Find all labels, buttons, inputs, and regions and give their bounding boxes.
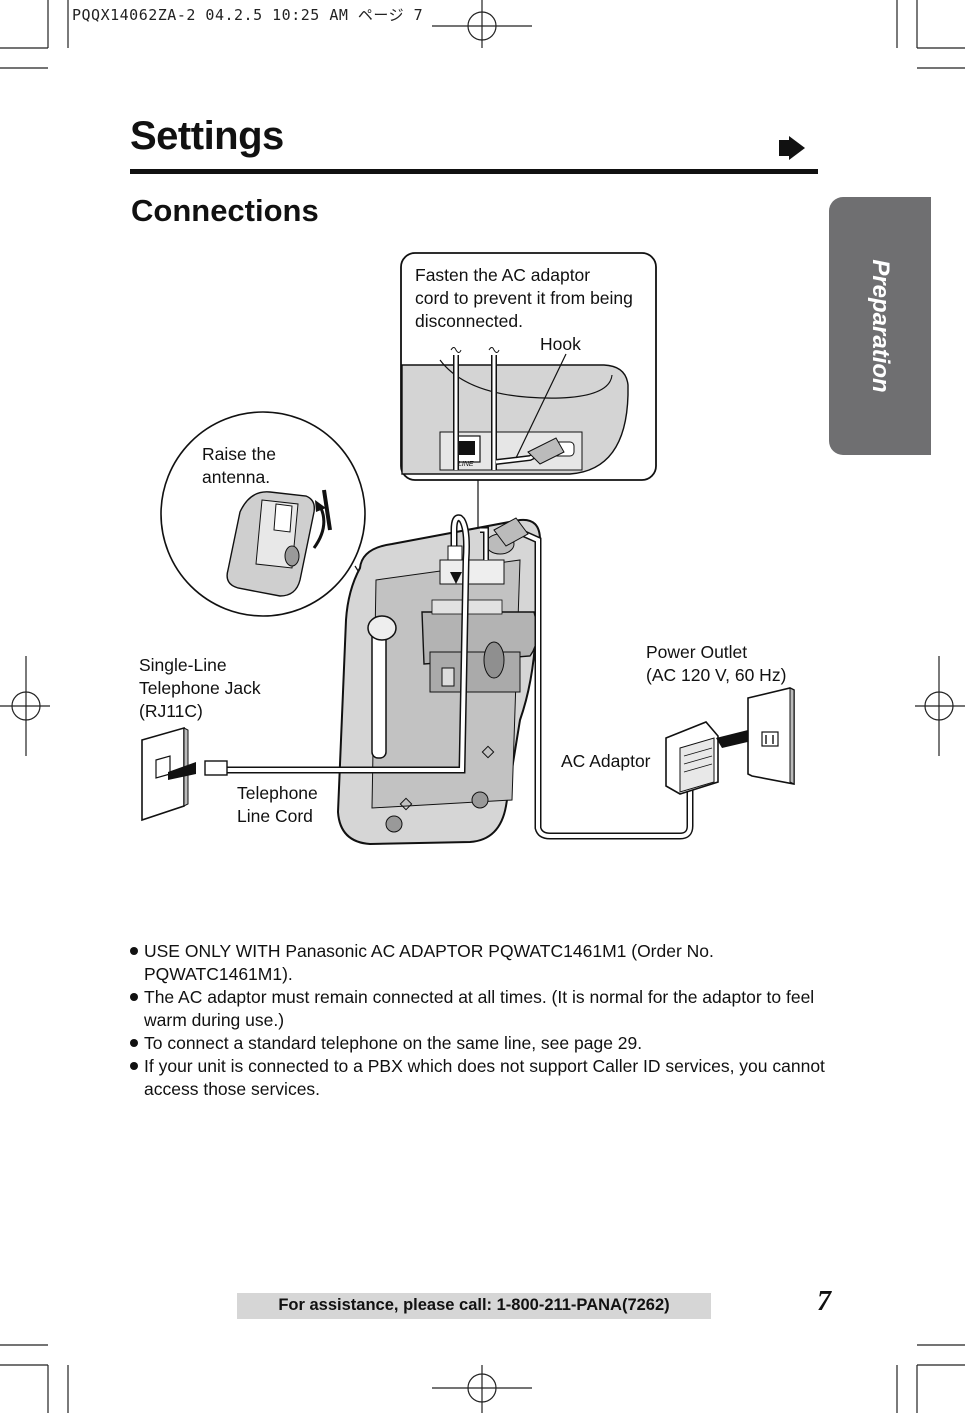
hook-detail-callout [400,252,657,481]
note-item: If your unit is connected to a PBX which… [130,1055,830,1101]
section-title: Connections [131,193,319,228]
footer-assistance: For assistance, please call: 1-800-211-P… [278,1296,670,1314]
label-line-cord: Telephone Line Cord [237,783,318,826]
notes-list: USE ONLY WITH Panasonic AC ADAPTOR PQWAT… [130,940,830,1101]
label-telephone-jack: Single-Line Telephone Jack (RJ11C) [139,655,261,721]
base-unit [336,518,542,846]
page-number: 7 [817,1286,831,1317]
label-line-port: LINE [458,461,474,468]
note-item: USE ONLY WITH Panasonic AC ADAPTOR PQWAT… [130,940,830,986]
bullet-icon [130,1062,138,1070]
section-tab [829,197,931,455]
ac-adaptor [665,721,756,795]
page-title: Settings [130,114,284,158]
wall-jack [141,726,228,822]
label-hook: Hook [540,334,581,354]
label-ac-adaptor: AC Adaptor [561,751,651,771]
cords [214,514,694,840]
bullet-icon [130,993,138,1001]
label-raise-antenna: Raise the antenna. [202,444,276,487]
power-outlet [747,687,795,785]
print-header: PQQX14062ZA-2 04.2.5 10:25 AM ページ 7 [72,6,424,24]
bullet-icon [130,1039,138,1047]
label-power-outlet: Power Outlet (AC 120 V, 60 Hz) [646,642,787,685]
callout-fasten-adaptor: Fasten the AC adaptor cord to prevent it… [415,265,633,331]
title-rule [130,169,818,174]
note-item: The AC adaptor must remain connected at … [130,986,830,1032]
continue-arrow-icon [779,136,805,160]
note-item: To connect a standard telephone on the s… [130,1032,830,1055]
footer-bar [237,1293,711,1319]
bullet-icon [130,947,138,955]
antenna-detail-callout [160,411,366,617]
